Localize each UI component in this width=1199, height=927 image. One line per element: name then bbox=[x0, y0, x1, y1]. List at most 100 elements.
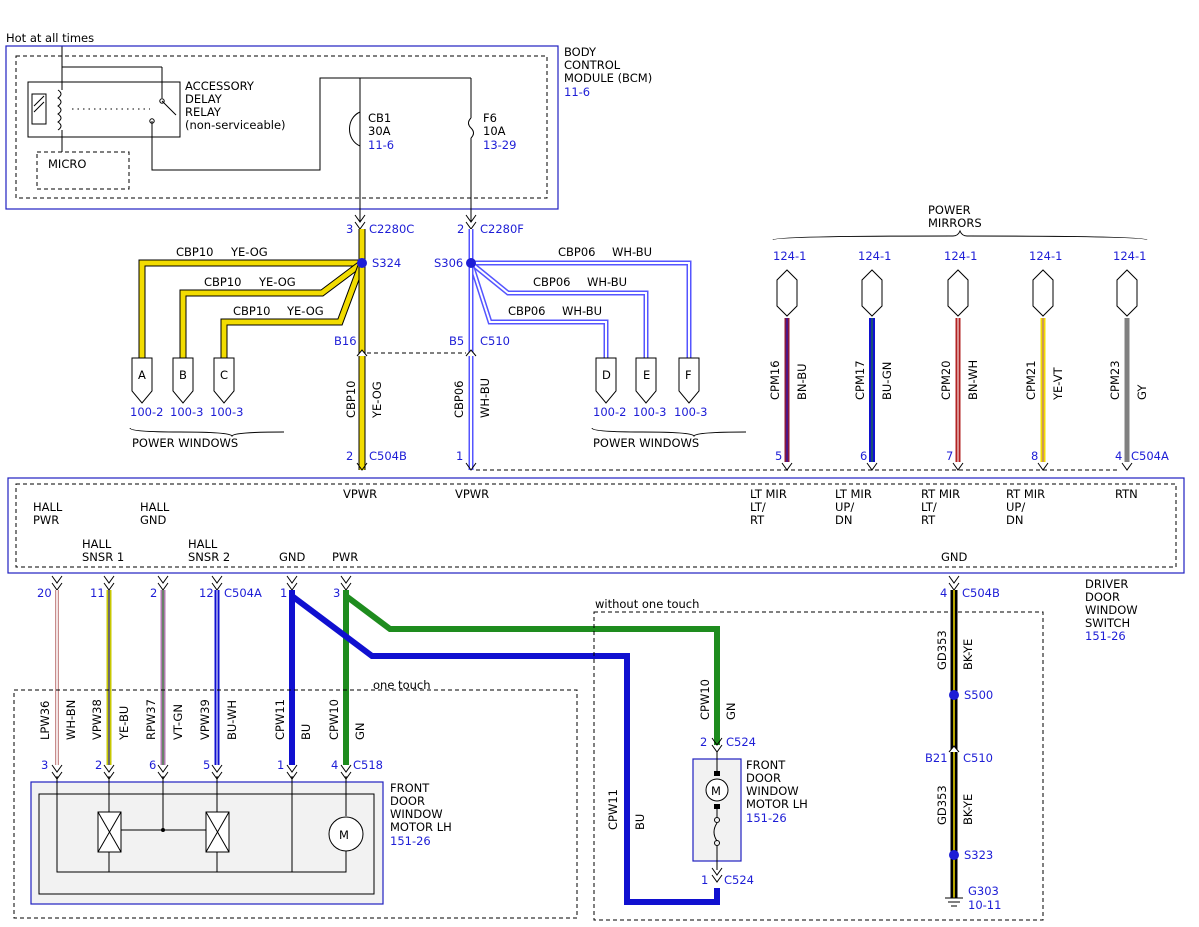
front-motor-2-label-4: MOTOR LH bbox=[746, 797, 808, 811]
mirror-function-label: DN bbox=[1006, 513, 1023, 527]
mirror-ref: 124-1 bbox=[1113, 249, 1146, 263]
front-motor-lh-inner bbox=[38, 793, 375, 895]
c524-pin-1: 1 bbox=[701, 873, 708, 887]
cbp10-vert-color: YE-OG bbox=[370, 381, 384, 419]
mirror-connector-shape bbox=[947, 269, 969, 317]
cpw11-color: BU bbox=[299, 724, 313, 740]
hall-snsr2-label-1: HALL bbox=[188, 537, 218, 551]
cbp06-color-1: WH-BU bbox=[612, 245, 652, 259]
bcm-label-1: BODY bbox=[564, 45, 597, 59]
c2280f-name: C2280F bbox=[480, 222, 524, 236]
motor-2-icon bbox=[705, 778, 729, 802]
dws-label-3: WINDOW bbox=[1085, 603, 1138, 617]
bcm-label-2: CONTROL bbox=[564, 58, 621, 72]
connector-arrow bbox=[1121, 462, 1133, 471]
c524-bottom-name: C524 bbox=[724, 873, 754, 887]
motor-m-label: M bbox=[339, 828, 349, 842]
c504b-top-pin-1: 1 bbox=[456, 449, 463, 463]
relay-label-4: (non-serviceable) bbox=[185, 118, 286, 132]
c518-pin-3: 3 bbox=[41, 758, 48, 772]
c518-pin-4: 4 bbox=[331, 758, 338, 772]
mirror-function-label: UP/ bbox=[835, 500, 854, 514]
c510-pin-b16: B16 bbox=[334, 334, 357, 348]
pw-conn-d bbox=[595, 357, 617, 404]
mirror-function-label: LT/ bbox=[750, 500, 766, 514]
gd353-label-2: GD353 bbox=[935, 785, 949, 825]
connector-arrow bbox=[948, 582, 960, 591]
fuse-icon bbox=[468, 117, 474, 139]
cpw10-long-color: GN bbox=[724, 702, 738, 720]
splice-s500 bbox=[949, 690, 959, 700]
cbp06-color-2: WH-BU bbox=[587, 275, 627, 289]
connector-arrow bbox=[157, 582, 169, 591]
cpw10-label: CPW10 bbox=[327, 699, 341, 740]
dws-outline bbox=[7, 477, 1185, 574]
connector-arrow bbox=[157, 575, 169, 584]
connector-arrow bbox=[286, 764, 298, 773]
s324-label: S324 bbox=[372, 256, 401, 270]
micro-box bbox=[36, 151, 130, 190]
pw-left-label: POWER WINDOWS bbox=[132, 436, 238, 450]
pw-ref-c: 100-3 bbox=[210, 405, 243, 419]
hall-gnd-label-1: HALL bbox=[140, 500, 170, 514]
hall-snsr2-label-2: SNSR 2 bbox=[188, 550, 230, 564]
s323-label: S323 bbox=[964, 848, 993, 862]
driver-door-window-switch: DRIVER DOOR WINDOW SWITCH 151-26 VPWR VP… bbox=[7, 477, 1185, 643]
pw-pin-d: D bbox=[602, 368, 611, 382]
mirror-ref: 124-1 bbox=[858, 249, 891, 263]
power-mirrors-label-1: POWER bbox=[928, 203, 971, 217]
mirror-function-label: RT bbox=[750, 513, 765, 527]
hall-gnd-label-2: GND bbox=[140, 513, 167, 527]
hall-snsr1-label-1: HALL bbox=[82, 537, 112, 551]
connector-arrow bbox=[286, 582, 298, 591]
mirror-connector-shape bbox=[776, 269, 798, 317]
mirror-pin: 4 bbox=[1115, 449, 1122, 463]
ground-circuit: GD353 BK-YE S500 B21 C510 GD353 BK-YE S3… bbox=[925, 590, 1001, 912]
vpwr-label-1: VPWR bbox=[343, 487, 377, 501]
gd353-color-2: BK-YE bbox=[961, 794, 975, 825]
pw-ref-d: 100-2 bbox=[593, 405, 626, 419]
mirror-pin: 5 bbox=[775, 449, 782, 463]
mirror-pin: 6 bbox=[860, 449, 867, 463]
c510-bottom-name: C510 bbox=[963, 751, 993, 765]
connector-arrow bbox=[340, 575, 352, 584]
cbp10-color-3: YE-OG bbox=[286, 304, 324, 318]
pin-3: 3 bbox=[333, 586, 340, 600]
front-motor-2-label-1: FRONT bbox=[746, 758, 786, 772]
c518-pin-6: 6 bbox=[149, 758, 156, 772]
one-touch-box bbox=[13, 689, 578, 919]
gnd-label-left: GND bbox=[279, 550, 306, 564]
pw-conn-b bbox=[172, 357, 194, 404]
pw-ref-a: 100-2 bbox=[130, 405, 163, 419]
motor-2-m-label: M bbox=[711, 784, 721, 798]
mirror-circuit-label: CPM20 bbox=[939, 360, 953, 400]
c504b-top-name: C504B bbox=[369, 449, 407, 463]
pw-ref-f: 100-3 bbox=[674, 405, 707, 419]
mirror-color-label: GY bbox=[1135, 384, 1149, 400]
mirror-color-label: BN-WH bbox=[966, 360, 980, 400]
mirror-circuit-label: CPM17 bbox=[853, 360, 867, 400]
pw-conn-c bbox=[213, 357, 235, 404]
pin-2: 2 bbox=[150, 586, 157, 600]
cbp06-vert-label: CBP06 bbox=[452, 381, 466, 419]
front-motor-label-1: FRONT bbox=[390, 781, 430, 795]
gd353-color-1: BK-YE bbox=[961, 639, 975, 670]
cbp10-vert-label: CBP10 bbox=[344, 381, 358, 419]
pin-4: 4 bbox=[940, 586, 947, 600]
mirror-function-label: RT MIR bbox=[1006, 487, 1045, 501]
gnd-label-right: GND bbox=[941, 550, 968, 564]
c504b-bottom-name: C504B bbox=[962, 586, 1000, 600]
dws-label-4: SWITCH bbox=[1085, 616, 1130, 630]
c2280c-name: C2280C bbox=[369, 222, 414, 236]
c518-name: C518 bbox=[353, 758, 383, 772]
mirror-function-label: DN bbox=[835, 513, 852, 527]
bcm-inner-box bbox=[15, 55, 548, 199]
mirror-pin: 8 bbox=[1031, 449, 1038, 463]
fuse-name: F6 bbox=[483, 111, 497, 125]
cbp10-color-2: YE-OG bbox=[258, 275, 296, 289]
c504b-top-pin-2: 2 bbox=[346, 449, 353, 463]
connector-arrow bbox=[157, 764, 169, 773]
bcm-ref: 11-6 bbox=[564, 85, 590, 99]
